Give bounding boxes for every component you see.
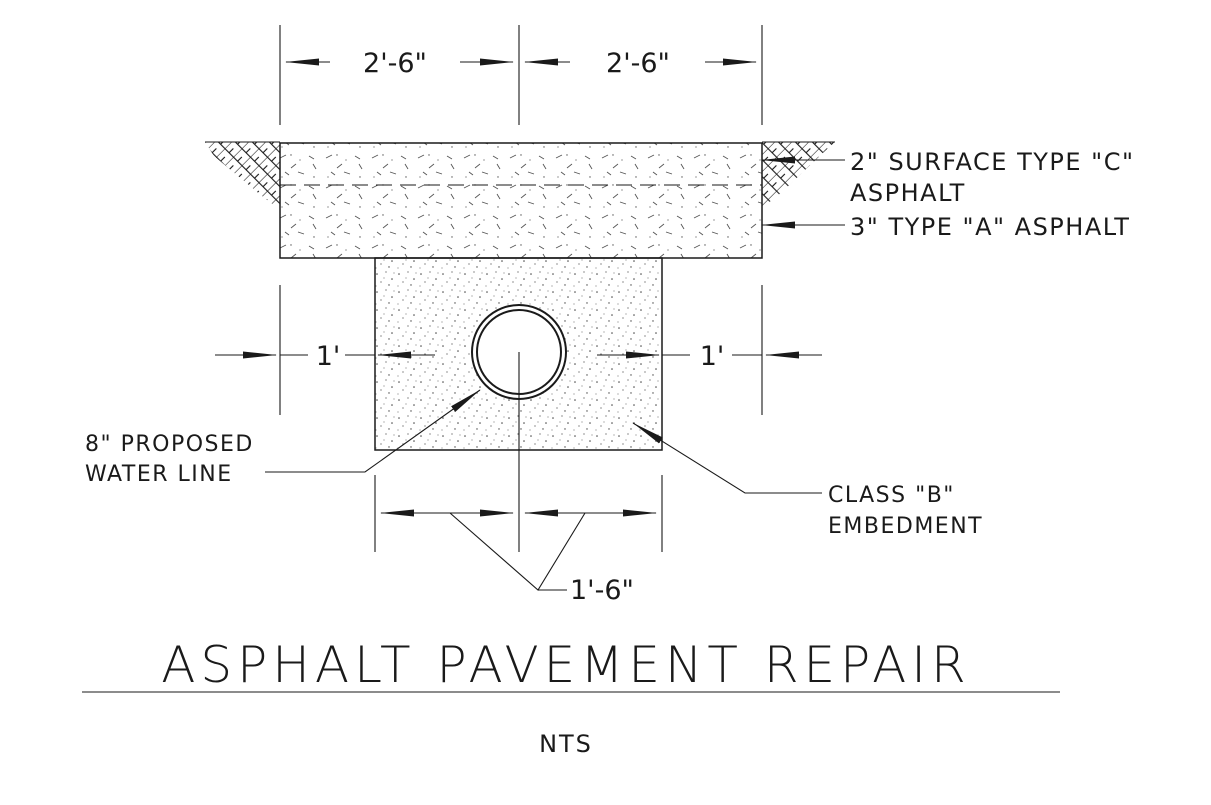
label-surface-line2: ASPHALT [850,179,966,207]
soil-hatch-right [762,141,835,208]
surface-type-c-layer [280,143,762,185]
type-a-layer [280,185,762,258]
label-surface-line1: 2" SURFACE TYPE "C" [850,148,1134,176]
drawing-title: ASPHALT PAVEMENT REPAIR [161,636,971,694]
leader-embedment [632,422,822,494]
dim-top-left: 2'-6" [363,48,427,79]
leader-water-line [265,389,481,473]
label-embedment-line1: CLASS "B" [828,483,955,508]
dim-bottom: 1'-6" [570,575,634,606]
top-dimension: 2'-6" 2'-6" [279,25,763,125]
label-type-a: 3" TYPE "A" ASPHALT [850,213,1130,241]
soil-hatch-left [205,141,280,210]
dim-side-right: 1' [700,341,725,372]
label-embedment-line2: EMBEDMENT [828,514,983,539]
drawing-scale-note: NTS [539,730,593,758]
label-water-line2: WATER LINE [85,462,233,487]
dim-side-left: 1' [316,341,341,372]
label-water-line1: 8" PROPOSED [85,432,254,457]
bottom-dimension: 1'-6" [374,475,663,606]
side-dimension: 1' 1' [215,285,822,415]
dim-top-right: 2'-6" [606,48,670,79]
